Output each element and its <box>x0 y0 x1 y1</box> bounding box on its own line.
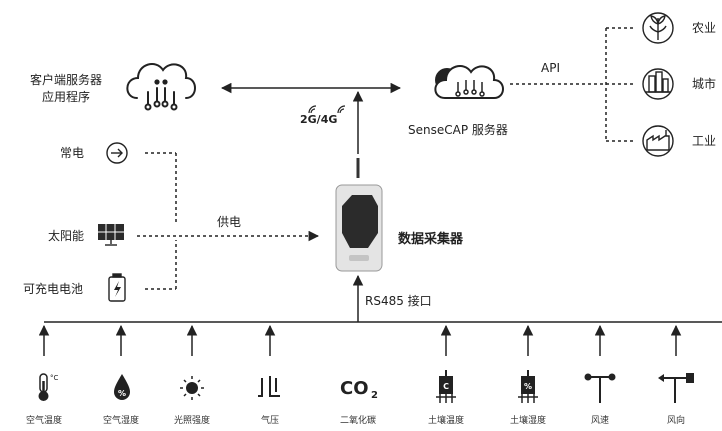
wind-vane-icon <box>658 373 694 403</box>
client-server-cloud-icon <box>126 63 196 111</box>
sensor-label-air-humidity: 空气湿度 <box>102 416 140 426</box>
sensor-label-wind-direction: 风向 <box>666 416 686 426</box>
thermometer-icon: °C <box>38 373 59 401</box>
data-logger-label: 数据采集器 <box>398 232 464 247</box>
sensecap-cloud-icon <box>434 65 504 99</box>
sun-icon <box>180 376 204 400</box>
industry-icon <box>642 125 674 157</box>
power-source-label-battery: 可充电电池 <box>23 282 84 296</box>
city-icon <box>642 68 674 100</box>
client-server-label-line2: 应用程序 <box>41 90 90 104</box>
sensor-arrows <box>38 324 682 356</box>
power-source-label-mains: 常电 <box>60 146 85 160</box>
industry-label-agriculture: 农业 <box>692 21 717 35</box>
api-dashed-connector <box>510 27 636 142</box>
solar-panel-icon <box>98 224 124 246</box>
industry-label-industry: 工业 <box>692 134 717 148</box>
power-supply-label: 供电 <box>217 215 242 229</box>
data-logger-device-icon <box>335 158 383 272</box>
humidity-drop-icon: % <box>114 374 130 400</box>
sensor-label-air-pressure: 气压 <box>260 416 280 426</box>
air-pressure-icon <box>258 376 280 397</box>
soil-moisture-icon: % <box>518 370 538 403</box>
svg-text:C: C <box>443 382 449 391</box>
sensor-label-soil-moisture: 土壤湿度 <box>509 416 547 426</box>
power-dashed-connector <box>137 152 320 290</box>
industry-label-city: 城市 <box>692 77 717 91</box>
client-server-label: 客户端服务器 应用程序 <box>23 72 109 106</box>
signal-icon <box>308 105 346 114</box>
mains-power-icon <box>106 142 128 164</box>
soil-temperature-icon: C <box>436 370 456 403</box>
client-server-label-line1: 客户端服务器 <box>29 73 102 87</box>
sensor-label-air-temperature: 空气温度 <box>25 416 63 426</box>
sensor-label-light-intensity: 光照强度 <box>173 416 211 426</box>
co2-icon: CO 2 <box>340 378 378 401</box>
agriculture-icon <box>642 12 674 44</box>
battery-icon <box>108 273 126 302</box>
sensor-label-wind-speed: 风速 <box>590 416 610 426</box>
sensecap-server-label: SenseCAP 服务器 <box>408 123 508 137</box>
svg-text:%: % <box>118 389 126 398</box>
svg-text:CO: CO <box>340 378 369 399</box>
rs485-interface-label: RS485 接口 <box>365 294 432 308</box>
svg-text:2: 2 <box>371 390 378 401</box>
anemometer-icon <box>584 373 616 403</box>
power-source-label-solar: 太阳能 <box>48 229 85 243</box>
svg-text:%: % <box>524 382 532 391</box>
svg-text:°C: °C <box>50 374 59 382</box>
api-label: API <box>541 61 560 75</box>
sensor-label-soil-temperature: 土壤温度 <box>427 416 465 426</box>
sensor-label-co2: 二氧化碳 <box>339 416 377 426</box>
network-label: 2G/4G <box>300 113 338 126</box>
